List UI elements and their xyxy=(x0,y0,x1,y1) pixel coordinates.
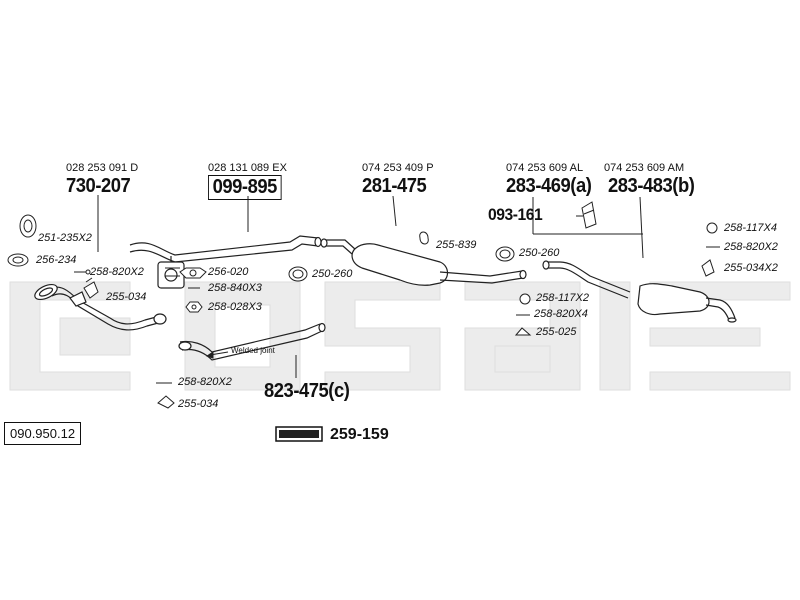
clamp-icon xyxy=(165,267,180,277)
oe-number: 074 253 409 P xyxy=(362,162,434,174)
leader-lines xyxy=(97,195,644,378)
oe-number: 028 253 091 D xyxy=(66,162,139,174)
part-number: 283-469(a) xyxy=(506,175,592,197)
diagram-number: 090.950.12 xyxy=(4,422,82,445)
kit-part-number: 259-159 xyxy=(330,426,389,443)
bracket-icon xyxy=(157,395,175,409)
rear-silencer-283-469-283-483 xyxy=(542,260,737,323)
part-number: 823-475(c) xyxy=(264,380,350,402)
accessory-label: 258-117X4 xyxy=(724,222,778,234)
bracket-icon xyxy=(83,277,99,299)
nut-icon xyxy=(185,301,203,313)
rubber-ring-icon xyxy=(519,293,531,305)
part-number-highlighted: 099-895 xyxy=(208,175,282,200)
gasket-ring-icon xyxy=(19,214,37,238)
welded-joint-note: Welded joint xyxy=(231,346,275,355)
clamp-icon xyxy=(288,266,308,282)
accessory-label: 255-034X2 xyxy=(724,262,778,274)
accessory-icons xyxy=(7,201,720,409)
bosal-kit-box xyxy=(275,426,323,442)
accessory-label: 255-034 xyxy=(106,291,147,303)
rubber-hanger-icon xyxy=(419,231,429,245)
bosal-watermark xyxy=(9,281,791,391)
rubber-ring-icon xyxy=(706,222,718,234)
bracket-icon xyxy=(701,259,715,277)
accessory-label: 258-117X2 xyxy=(536,292,590,304)
accessory-label: 256-234 xyxy=(36,254,77,266)
bracket-icon xyxy=(514,327,532,336)
part-number: 093-161 xyxy=(488,205,543,224)
accessory-label: 258-820X4 xyxy=(534,308,588,320)
front-section-099-895 xyxy=(129,235,322,289)
oe-number: 028 131 089 EX xyxy=(208,162,287,174)
bracket-icon xyxy=(581,201,597,229)
accessory-label: 250-260 xyxy=(312,268,353,280)
flange-gasket-icon xyxy=(179,267,207,279)
accessory-label: 258-028X3 xyxy=(208,301,262,313)
accessory-label: 256-020 xyxy=(208,266,249,278)
accessory-label: 258-820X2 xyxy=(90,266,144,278)
part-number: 281-475 xyxy=(362,175,427,197)
middle-pipe-823-475c xyxy=(178,322,326,361)
accessory-label: 258-840X3 xyxy=(208,282,262,294)
accessory-label: 255-034 xyxy=(178,398,219,410)
bolt-icon xyxy=(74,269,91,275)
weld-arrow xyxy=(205,351,229,359)
accessory-label: 255-025 xyxy=(536,326,577,338)
oe-number: 074 253 609 AL xyxy=(506,162,584,174)
accessory-label: 258-820X2 xyxy=(178,376,232,388)
seal-ring-icon xyxy=(7,253,29,267)
front-pipe-730-207 xyxy=(34,283,167,331)
front-muffler-281-475 xyxy=(320,238,527,286)
clamp-icon xyxy=(495,246,515,262)
accessory-label: 251-235X2 xyxy=(38,232,92,244)
part-number: 730-207 xyxy=(66,175,131,197)
accessory-label: 250-260 xyxy=(519,247,560,259)
accessory-label: 258-820X2 xyxy=(724,241,778,253)
part-number: 283-483(b) xyxy=(608,175,695,197)
accessory-label: 255-839 xyxy=(436,239,477,251)
oe-number: 074 253 609 AM xyxy=(604,162,685,174)
